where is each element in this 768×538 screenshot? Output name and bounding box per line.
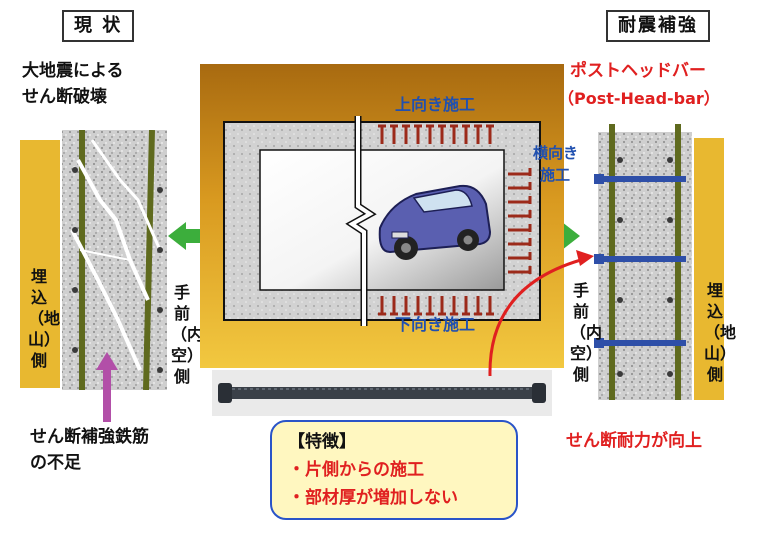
post-head-bar-photo bbox=[212, 370, 552, 416]
crack-2 bbox=[90, 139, 162, 251]
post-head-bar-name: ポストヘッドバー bbox=[570, 61, 706, 81]
downward-construction-label: 下向き施工 bbox=[395, 315, 476, 334]
side-bars bbox=[508, 172, 530, 274]
damaged-wall-illustration bbox=[20, 130, 167, 390]
upward-construction-label: 上向き施工 bbox=[395, 95, 476, 114]
features-box: 【特徴】 ・片側からの施工 ・部材厚が増加しない bbox=[270, 420, 518, 520]
feature-item: ・片側からの施工 bbox=[288, 460, 424, 480]
left-soil-band bbox=[20, 140, 60, 388]
red-curved-arrow bbox=[488, 250, 594, 377]
car-illustration bbox=[378, 184, 492, 260]
sideways-construction-label-line2: 施工 bbox=[540, 166, 571, 184]
right-caption: せん断耐力が向上 bbox=[566, 431, 702, 451]
left-caption-line1: せん断補強鉄筋 bbox=[30, 427, 149, 447]
current-status-label: 現 状 bbox=[62, 10, 135, 42]
reinforced-wall-illustration bbox=[594, 124, 724, 400]
bottom-bars bbox=[380, 296, 492, 314]
right-buried-side-label: 埋 込 （地 山） 側 bbox=[704, 281, 737, 384]
installed-bars bbox=[594, 174, 686, 348]
crack-1 bbox=[76, 159, 150, 301]
crack-4 bbox=[79, 249, 131, 261]
sideways-construction-label-line1: 横向き bbox=[533, 144, 579, 162]
post-head-bar-english: （Post-Head-bar） bbox=[558, 89, 720, 108]
crack-3 bbox=[70, 229, 142, 371]
left-buried-side-label: 埋 込 （地 山） 側 bbox=[28, 267, 61, 370]
feature-item: ・部材厚が増加しない bbox=[288, 488, 458, 508]
tunnel-cross-section bbox=[168, 64, 580, 368]
left-title-line2: せん断破壊 bbox=[22, 87, 107, 107]
left-rebar-inner bbox=[143, 130, 155, 390]
left-caption-line2: の不足 bbox=[30, 453, 81, 473]
purple-up-arrow bbox=[96, 352, 118, 422]
top-bars bbox=[380, 126, 492, 144]
features-heading: 【特徴】 bbox=[288, 432, 356, 452]
right-soil-band bbox=[694, 138, 724, 400]
left-title-line1: 大地震による bbox=[22, 61, 124, 81]
seismic-reinforcement-label: 耐震補強 bbox=[606, 10, 710, 42]
